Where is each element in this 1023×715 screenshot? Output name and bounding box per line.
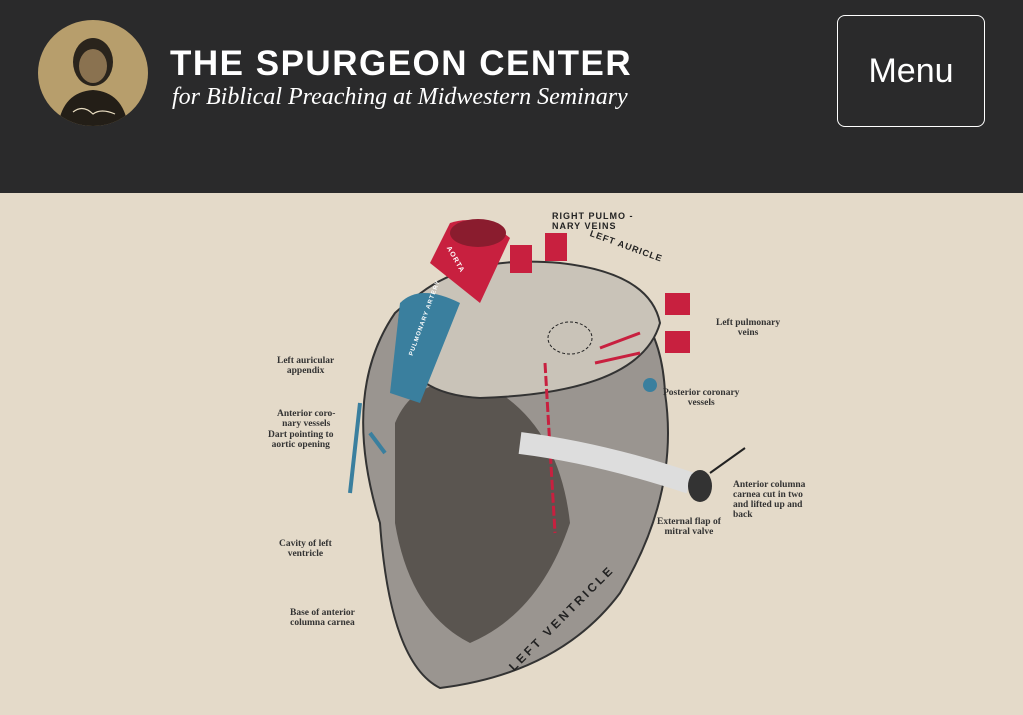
label-base-columna-carnea: Base of anterior columna carnea	[290, 608, 355, 628]
label-external-flap-mitral-valve: External flap of mitral valve	[657, 517, 721, 537]
heart-drawing	[348, 219, 746, 690]
spurgeon-portrait-logo[interactable]	[38, 20, 148, 126]
site-subtitle: for Biblical Preaching at Midwestern Sem…	[172, 84, 628, 110]
site-title[interactable]: THE SPURGEON CENTER	[170, 44, 633, 83]
label-dart-aortic-opening: Dart pointing to aortic opening	[268, 430, 334, 450]
label-anterior-columna-carnea: Anterior columna carnea cut in two and l…	[733, 480, 806, 520]
menu-button[interactable]: Menu	[837, 15, 985, 127]
label-posterior-coronary-vessels: Posterior coronary vessels	[663, 388, 740, 408]
label-anterior-coronary-vessels: Anterior coro- nary vessels	[277, 409, 336, 429]
label-cavity-left-ventricle: Cavity of left ventricle	[279, 539, 332, 559]
label-left-pulmonary-veins: Left pulmonary veins	[716, 318, 781, 338]
label-left-auricular-appendix: Left auricular appendix	[277, 356, 335, 376]
site-header: THE SPURGEON CENTER for Biblical Preachi…	[0, 0, 1023, 193]
hero-heart-illustration: RIGHT PULMO - NARY VEINS LEFT AURICLE AO…	[0, 193, 1023, 715]
caption-right-pulmonary-veins: RIGHT PULMO - NARY VEINS	[552, 211, 634, 231]
